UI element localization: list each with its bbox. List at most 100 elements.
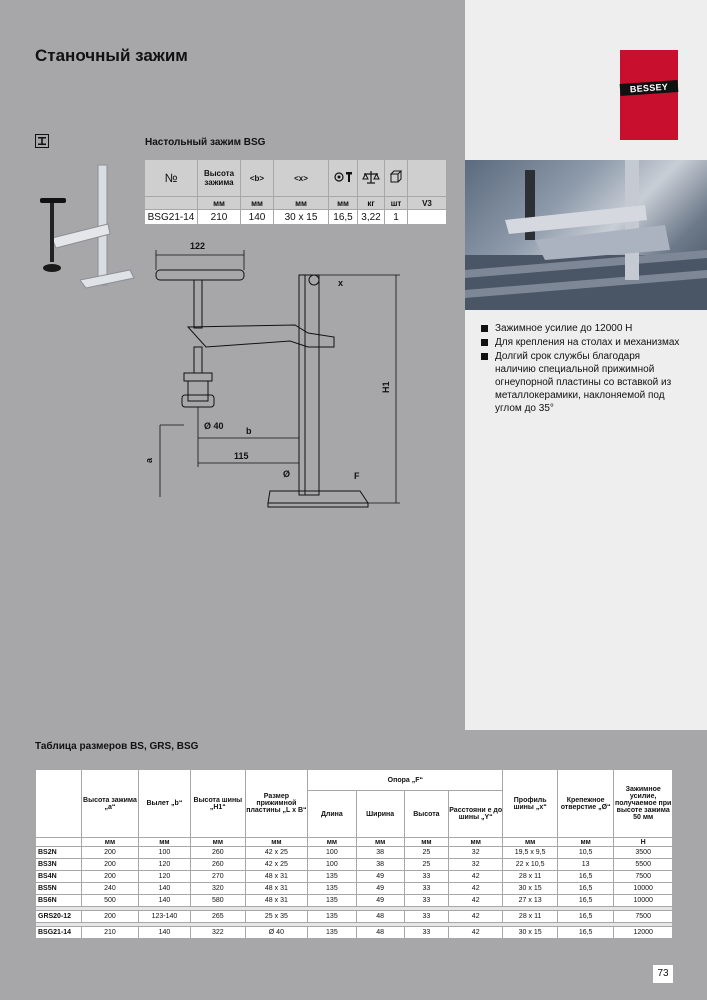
table-cell: 135 [307, 894, 357, 907]
page-title: Станочный зажим [35, 46, 188, 65]
table-cell: 120 [137, 858, 192, 871]
size-unit: мм [556, 837, 615, 847]
size-unit: мм [190, 837, 246, 847]
table-cell: 25 [403, 846, 449, 859]
table-cell: 27 x 13 [502, 894, 558, 907]
spec-header-bolt-icon [328, 160, 358, 197]
spec-cell: 30 x 15 [273, 209, 329, 224]
table-cell: 22 x 10,5 [502, 858, 558, 871]
dim-d40-label: Ø 40 [204, 421, 224, 431]
spec-header-number: № [145, 160, 198, 197]
spec-unit: мм [273, 196, 329, 210]
table-cell: 30 x 15 [502, 926, 558, 939]
dim-122-label: 122 [190, 241, 205, 251]
table-cell: 10000 [613, 894, 673, 907]
table-cell: 7500 [613, 870, 673, 883]
spec-unit: мм [328, 196, 358, 210]
table-cell: 140 [137, 894, 192, 907]
table-cell: 48 [355, 926, 405, 939]
size-header-row-1: Высота зажима „a“ Вылет „b“ Высота шины … [34, 769, 673, 838]
table-cell: 28 x 11 [502, 870, 558, 883]
table-cell: 16,5 [556, 926, 615, 939]
table-cell: 33 [403, 870, 449, 883]
spec-header-v3 [407, 160, 447, 197]
table-cell: 5500 [613, 858, 673, 871]
table-cell: 135 [307, 910, 357, 923]
dim-f-label: F [354, 471, 360, 481]
spec-units-row: мм мм мм мм кг шт V3 [145, 196, 447, 210]
spec-unit: мм [240, 196, 274, 210]
table-cell: 200 [81, 910, 139, 923]
table-cell: 12000 [613, 926, 673, 939]
spec-cell [407, 209, 447, 224]
table-cell: 48 x 31 [244, 894, 309, 907]
table-cell: 16,5 [556, 882, 615, 895]
table-cell: 500 [81, 894, 139, 907]
box-icon [389, 170, 403, 183]
table-cell: 10,5 [556, 846, 615, 859]
table-cell: 140 [137, 882, 192, 895]
feature-text: Зажимное усилие до 12000 Н [495, 323, 633, 334]
feature-item: Долгий срок службы благодаря наличию спе… [481, 350, 681, 415]
spec-header-b: <b> [240, 160, 274, 197]
table-cell: 33 [403, 926, 449, 939]
product-subtitle: Настольный зажим BSG [145, 137, 266, 148]
size-unit: мм [137, 837, 192, 847]
size-unit: мм [447, 837, 504, 847]
size-unit: мм [403, 837, 449, 847]
product-image [40, 164, 135, 289]
size-header-cell: Ширина [355, 790, 405, 838]
size-header-cell: Зажимное усилие, получаемое при высоте з… [613, 769, 673, 838]
table-cell: 10000 [613, 882, 673, 895]
table-cell: 32 [447, 858, 504, 871]
size-header-cell: Расстояни е до шины „Y“ [447, 790, 504, 838]
table-cell: 25 [403, 858, 449, 871]
dim-h1-label: H1 [381, 381, 391, 393]
table-cell: 25 x 35 [244, 910, 309, 923]
support-group-header: Опора „F“ [307, 769, 504, 791]
table-cell: 200 [81, 870, 139, 883]
size-units-row: мм мм мм мм мм мм мм мм мм мм Н [34, 837, 673, 847]
table-cell: 38 [355, 858, 405, 871]
spec-header-x: <x> [273, 160, 329, 197]
product-photo [465, 160, 707, 310]
table-cell: BS2N [34, 846, 83, 859]
size-unit: мм [244, 837, 309, 847]
size-unit: мм [307, 837, 357, 847]
spec-unit: мм [197, 196, 241, 210]
table-cell: 42 [447, 894, 504, 907]
table-cell: 16,5 [556, 910, 615, 923]
table-cell: 42 [447, 882, 504, 895]
table-cell: 28 x 11 [502, 910, 558, 923]
table-cell: 42 [447, 910, 504, 923]
size-unit [34, 837, 83, 847]
table-cell: 260 [190, 846, 246, 859]
table-cell: 38 [355, 846, 405, 859]
spec-cell: BSG21-14 [145, 209, 198, 224]
spec-cell: 16,5 [328, 209, 358, 224]
size-table-title: Таблица размеров BS, GRS, BSG [35, 741, 199, 752]
table-cell: 33 [403, 910, 449, 923]
table-cell: BS4N [34, 870, 83, 883]
spec-cell: 1 [384, 209, 408, 224]
page-number: 73 [653, 965, 673, 983]
table-cell: GRS20-12 [34, 910, 83, 923]
table-cell: 48 x 31 [244, 882, 309, 895]
table-cell: 19,5 x 9,5 [502, 846, 558, 859]
size-table: Высота зажима „a“ Вылет „b“ Высота шины … [34, 769, 673, 939]
size-header-cell: Крепежное отверстие „Ø“ [556, 769, 615, 838]
table-cell: 33 [403, 882, 449, 895]
size-header-cell: Длина [307, 790, 357, 838]
table-cell: 580 [190, 894, 246, 907]
table-cell: 7500 [613, 910, 673, 923]
feature-text: Для крепления на столах и механизмах [495, 337, 680, 348]
table-cell: 42 [447, 926, 504, 939]
spec-cell: 210 [197, 209, 241, 224]
size-unit: мм [81, 837, 139, 847]
spec-data-row: BSG21-14 210 140 30 x 15 16,5 3,22 1 [145, 209, 447, 224]
table-cell: 320 [190, 882, 246, 895]
dim-b-label: b [246, 426, 252, 436]
